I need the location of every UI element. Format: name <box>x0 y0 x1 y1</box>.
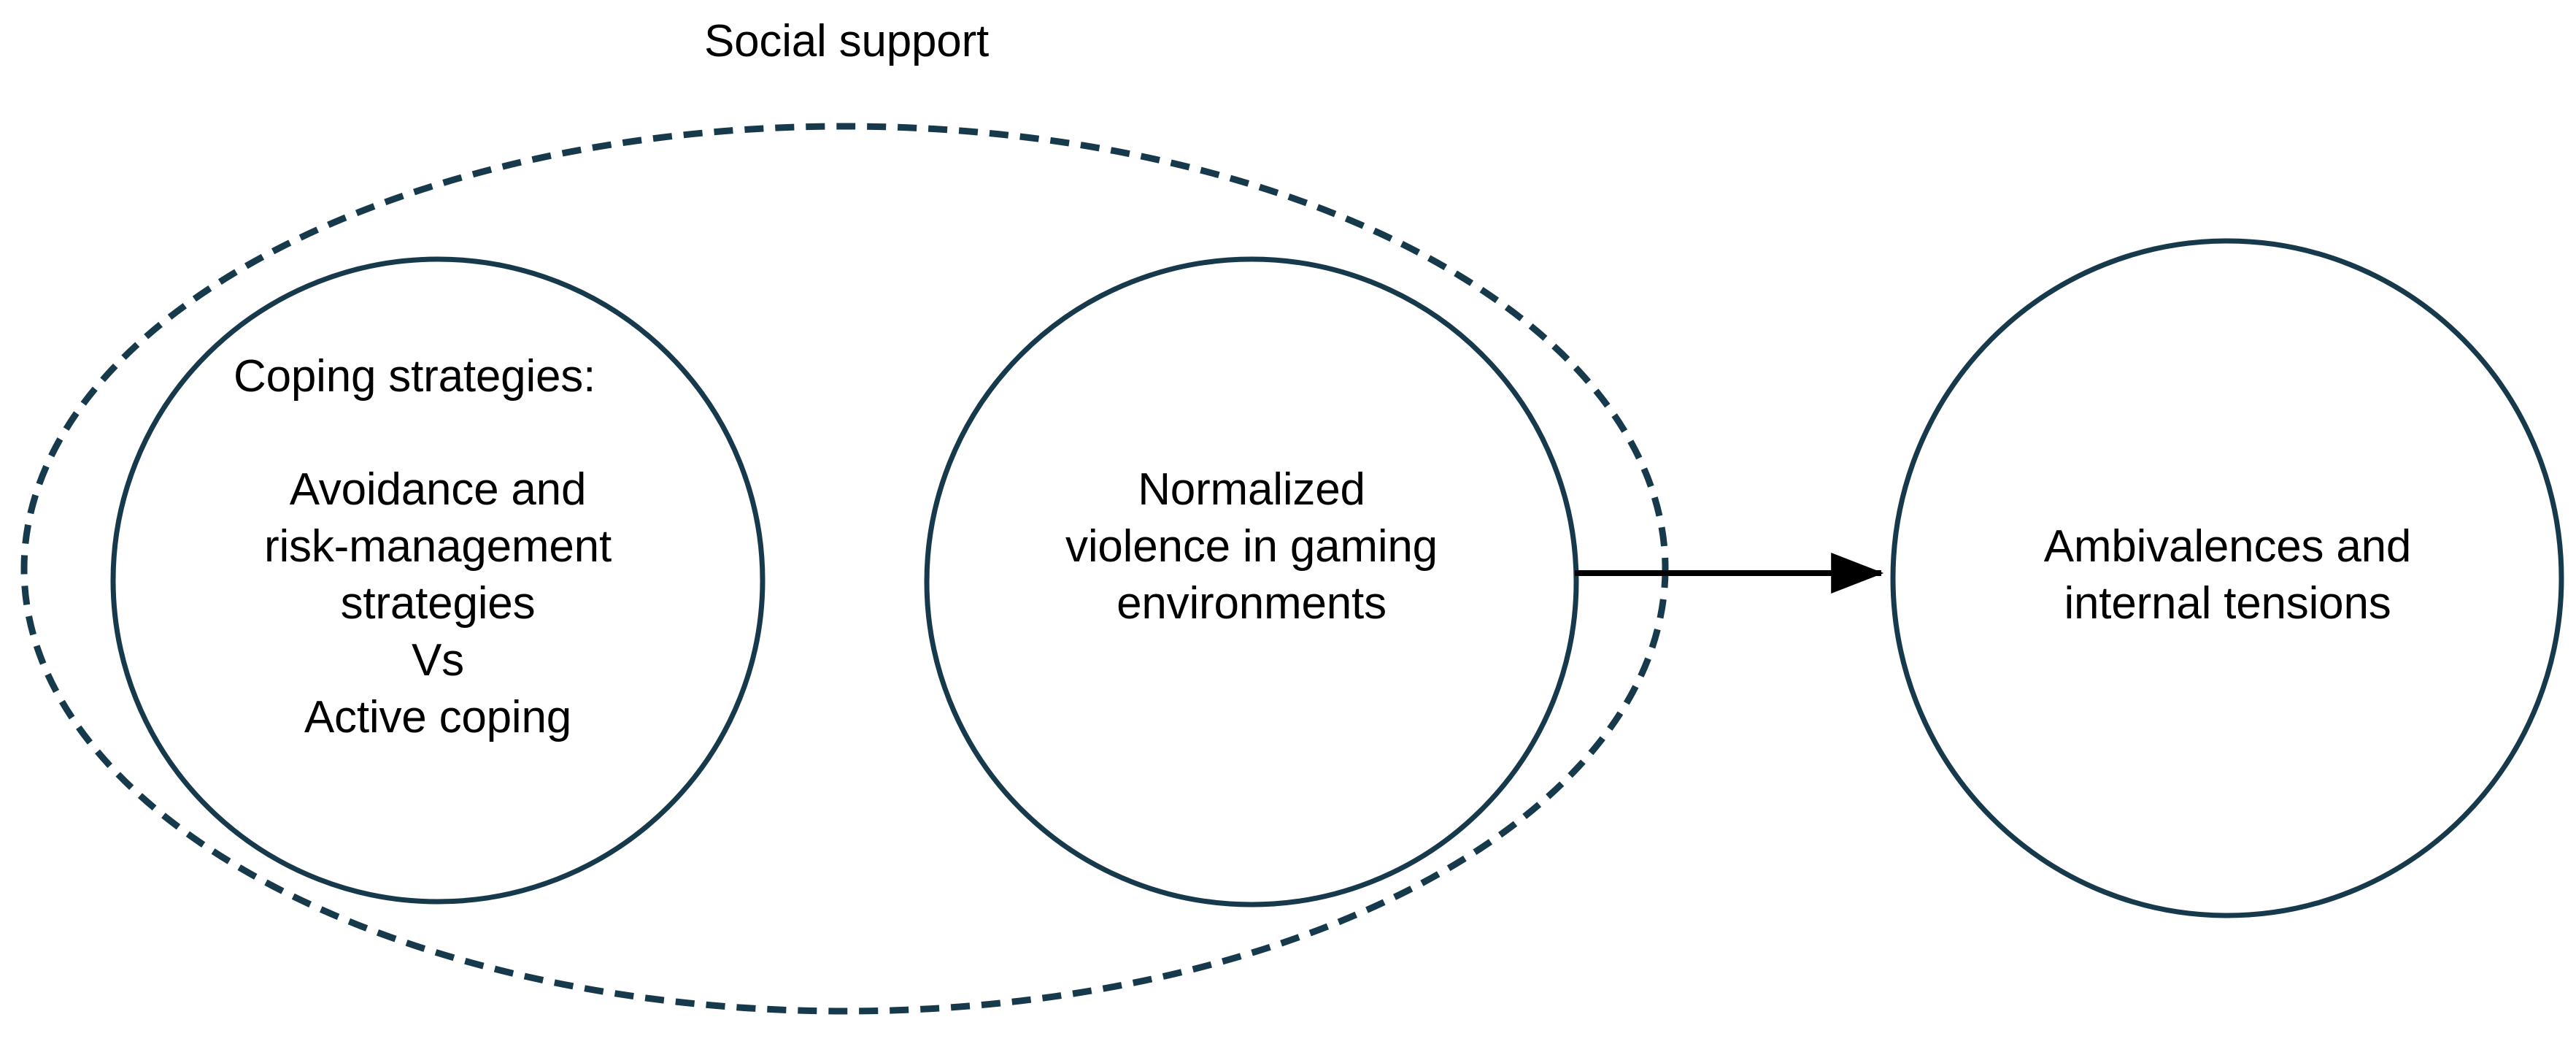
coping-strategies-body: Avoidance and risk-management strategies… <box>264 464 612 743</box>
ambivalences-label: Ambivalences and internal tensions <box>2043 521 2412 629</box>
normalized-violence-circle[interactable] <box>924 256 1579 907</box>
coping-strategies-circle[interactable] <box>110 256 766 905</box>
social-support-label: Social support <box>703 16 990 66</box>
normalized-violence-label: Normalized violence in gaming environmen… <box>1065 464 1438 629</box>
coping-strategies-heading: Coping strategies: <box>234 351 596 402</box>
social-support-grouping-ellipse <box>20 123 1669 1015</box>
ambivalences-circle[interactable] <box>1890 238 2564 918</box>
